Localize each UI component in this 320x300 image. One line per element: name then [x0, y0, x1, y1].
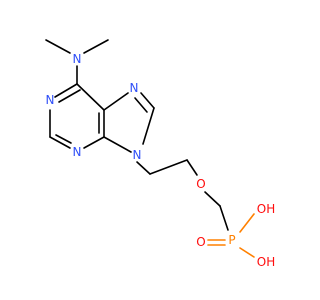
bond-n9-c4 [103, 136, 132, 153]
structure-svg: N N N N N O P O OH OH [45, 39, 275, 269]
bond-methyl-left [45, 39, 71, 54]
bond-p-oh-top [239, 213, 255, 233]
bond-n3-c4 [83, 136, 105, 149]
molecule-diagram: N N N N N O P O OH OH [45, 39, 275, 269]
bond-n9-ch2 [136, 161, 151, 175]
atom-n9: N [133, 148, 142, 162]
atom-n3: N [73, 145, 82, 159]
bond-c2-n3 [49, 136, 71, 149]
bond-c2-n3-double [55, 134, 72, 144]
atom-oh-bottom: OH [257, 255, 275, 269]
bond-c8-n9 [142, 107, 155, 145]
atom-n1: N [46, 93, 55, 107]
atom-p: P [228, 233, 235, 247]
bond-c5-n7 [103, 92, 129, 111]
atom-n-dimethylamino: N [73, 52, 82, 66]
bond-n7-c8-double [134, 97, 148, 113]
bond-ch2-ch2 [149, 159, 188, 175]
atom-o-double: O [196, 235, 205, 249]
bond-ch2-o [186, 159, 198, 176]
bond-c6-n1-double [58, 89, 81, 103]
atom-n7: N [130, 81, 139, 95]
bond-methyl-right [83, 39, 109, 54]
bond-c5-c6 [76, 83, 105, 111]
atom-oh-top: OH [257, 202, 275, 216]
atom-o-ether: O [196, 177, 205, 191]
bond-o-ch2 [204, 191, 221, 207]
bond-ch2-p [219, 205, 229, 231]
bond-n7-c8 [140, 92, 155, 109]
bond-c6-n1 [54, 83, 78, 98]
bond-p-oh-bottom [239, 247, 255, 258]
